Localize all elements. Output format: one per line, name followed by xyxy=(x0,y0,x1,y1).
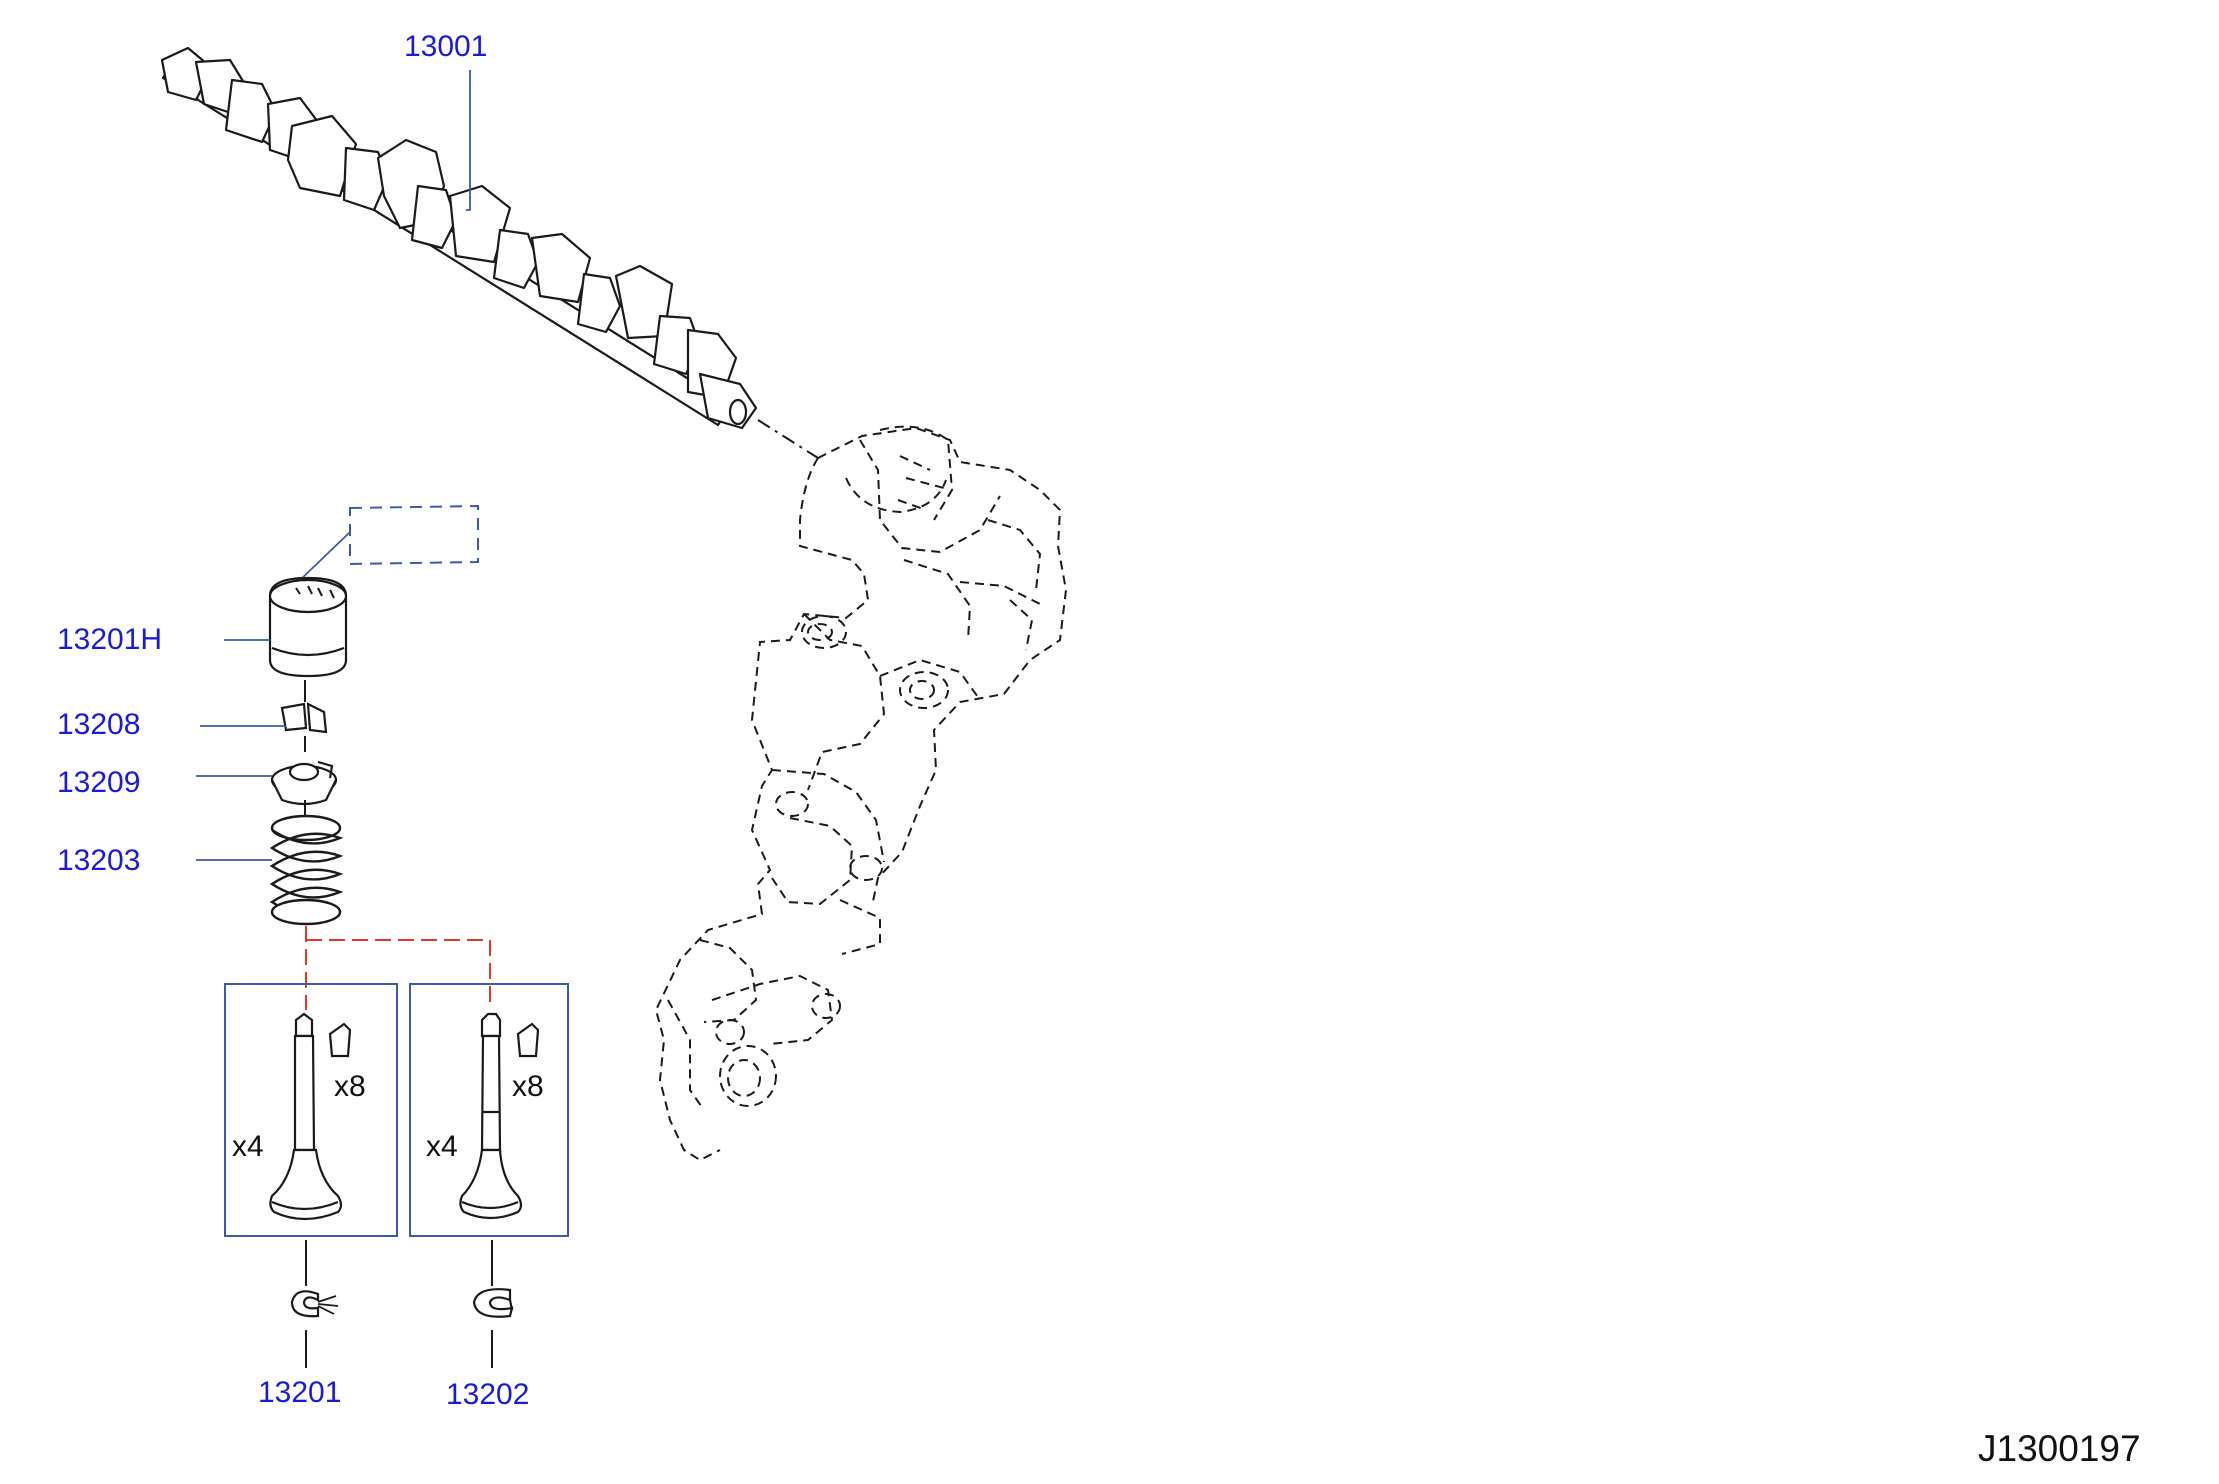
intake-valve-group-box xyxy=(224,983,398,1237)
intake-valve-icon[interactable] xyxy=(269,1012,343,1221)
part-label-valve-collet[interactable]: 13208 xyxy=(57,708,141,741)
camshaft-centerline xyxy=(757,419,819,459)
qty-exhaust-valve: x4 xyxy=(426,1130,458,1163)
spring-retainer-icon[interactable] xyxy=(270,760,338,806)
intake-valve-seal-icon[interactable] xyxy=(290,1290,339,1318)
part-label-spring-retainer[interactable]: 13209 xyxy=(57,766,141,799)
valve-collet-icon[interactable] xyxy=(280,702,328,734)
intake-collet-icon xyxy=(328,1022,352,1058)
hidden-part-box xyxy=(349,504,479,566)
qty-intake-collet: x8 xyxy=(334,1070,366,1103)
part-label-intake-valve-seal[interactable]: 13201 xyxy=(258,1376,342,1409)
part-label-camshaft[interactable]: 13001 xyxy=(404,30,488,63)
exhaust-valve-group-box xyxy=(409,983,569,1237)
qty-exhaust-collet: x8 xyxy=(512,1070,544,1103)
valve-spring-icon[interactable] xyxy=(269,814,344,926)
exhaust-valve-seal-icon[interactable] xyxy=(472,1288,514,1318)
cylinder-head-outline-icon xyxy=(654,425,1068,1162)
hidden-part-leader xyxy=(297,531,351,583)
part-label-valve-spring[interactable]: 13203 xyxy=(57,844,141,877)
part-label-exhaust-valve-seal[interactable]: 13202 xyxy=(446,1378,530,1411)
exhaust-valve-icon[interactable] xyxy=(459,1012,523,1220)
valve-lifter-icon[interactable] xyxy=(268,576,348,678)
diagram-code: J1300197 xyxy=(1978,1428,2141,1469)
spring-to-valve-link xyxy=(305,926,491,1010)
qty-intake-valve: x4 xyxy=(232,1130,264,1163)
exhaust-collet-icon xyxy=(516,1022,540,1058)
camshaft-icon[interactable] xyxy=(160,46,758,430)
leader-lines xyxy=(196,70,471,861)
part-label-valve-lifter[interactable]: 13201H xyxy=(57,623,163,656)
